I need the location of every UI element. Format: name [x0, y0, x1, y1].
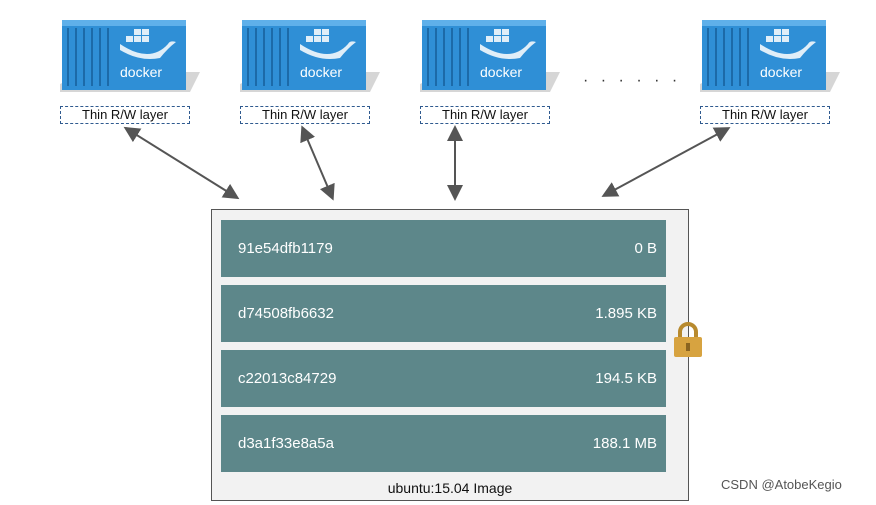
image-layer: 91e54dfb1179 0 B	[221, 220, 666, 277]
docker-logo-text: docker	[120, 64, 163, 80]
arrow-2	[300, 125, 335, 201]
container-1: docker Thin R/W layer	[60, 14, 206, 124]
arrow-4	[601, 127, 731, 197]
thin-rw-layer-label: Thin R/W layer	[240, 106, 370, 124]
image-layer: d74508fb6632 1.895 KB	[221, 285, 666, 342]
thin-rw-layer-label: Thin R/W layer	[60, 106, 190, 124]
layer-size: 194.5 KB	[595, 370, 657, 387]
image-layer: d3a1f33e8a5a 188.1 MB	[221, 415, 666, 472]
layer-id: c22013c84729	[238, 370, 337, 387]
thin-rw-layer-label: Thin R/W layer	[700, 106, 830, 124]
layer-size: 1.895 KB	[595, 305, 657, 322]
lock-icon	[674, 322, 702, 357]
docker-logo-text: docker	[300, 64, 343, 80]
thin-rw-layer-label: Thin R/W layer	[420, 106, 550, 124]
docker-logo-text: docker	[760, 64, 803, 80]
docker-logo-text: docker	[480, 64, 523, 80]
layer-id: 91e54dfb1179	[238, 240, 333, 257]
ellipsis: · · · · · ·	[583, 72, 682, 89]
watermark: CSDN @AtobeKegio	[721, 477, 842, 492]
ubuntu-image-box: 91e54dfb1179 0 B d74508fb6632 1.895 KB c…	[211, 209, 689, 501]
arrow-1	[123, 126, 240, 200]
image-caption: ubuntu:15.04 Image	[387, 480, 513, 496]
image-layer: c22013c84729 194.5 KB	[221, 350, 666, 407]
layer-id: d3a1f33e8a5a	[238, 435, 334, 452]
layer-size: 188.1 MB	[592, 435, 657, 452]
container-3: docker Thin R/W layer	[420, 14, 566, 124]
docker-container-icon	[700, 20, 840, 92]
container-2: docker Thin R/W layer	[240, 14, 386, 124]
layer-size: 0 B	[634, 240, 657, 257]
docker-container-icon	[420, 20, 560, 92]
layer-id: d74508fb6632	[238, 305, 334, 322]
container-4: docker Thin R/W layer	[700, 14, 846, 124]
docker-container-icon	[240, 20, 380, 92]
docker-container-icon	[60, 20, 200, 92]
